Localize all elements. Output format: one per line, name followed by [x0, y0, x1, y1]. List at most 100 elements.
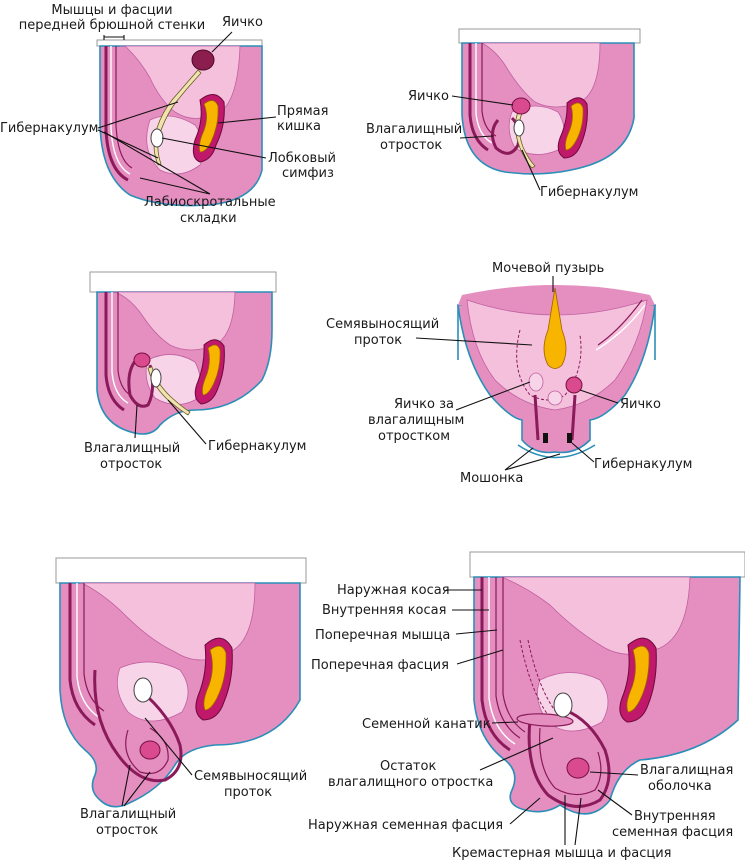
panel-3-pelvis — [145, 354, 201, 405]
panel-1-top-bar — [96, 39, 263, 47]
panel-1-wall-inner — [115, 46, 133, 169]
panel-4: Мочевой пузырь Семявыносящий проток Яичк… — [326, 261, 692, 486]
panel-4-label-gubernaculum: Гибернакулум — [594, 457, 692, 472]
panel-1: Мышцы и фасции передней брюшной стенки Я… — [0, 3, 336, 226]
panel-6-label-transverse-fascia: Поперечная фасция — [311, 658, 449, 673]
panel-2-wall-outer — [468, 43, 489, 152]
panel-1-label-gubernaculum: Гибернакулум — [0, 121, 98, 136]
panel-6-leader-ext-spermatic — [509, 797, 541, 825]
panel-5-testis — [139, 740, 161, 760]
panel-6-dash-2 — [527, 639, 557, 713]
panel-2-label-process-2: отросток — [380, 138, 442, 153]
panel-4-label-behind-1: Яичко за — [394, 397, 454, 412]
panel-5-wall-white — [76, 583, 101, 719]
panel-6-leader-cremaster — [564, 795, 582, 846]
panel-2-wall-white — [475, 43, 493, 144]
panel-1-leader-rectum — [217, 116, 277, 124]
panel-5: Семявыносящий проток Влагалищный отросто… — [55, 557, 307, 838]
panel-5-label-process-1: Влагалищный — [80, 807, 176, 822]
panel-1-label-testis: Яичко — [222, 15, 263, 30]
panel-6: Наружная косая Внутренняя косая Поперечн… — [308, 551, 745, 861]
panel-6-leader-cord — [491, 721, 519, 724]
panel-1-wall-outer — [104, 46, 129, 182]
panel-2-leader-gubernaculum — [521, 149, 541, 191]
panel-6-sheath-inner — [538, 727, 602, 796]
panel-6-sheath-outer — [527, 708, 611, 808]
panel-6-label-int-spermatic-2: семенная фасция — [612, 825, 733, 840]
panel-4-leader-scrotum — [504, 447, 561, 471]
panel-3: Влагалищный отросток Гибернакулум — [84, 271, 306, 472]
panel-6-leader-tunica — [589, 771, 639, 776]
panel-5-leader-process — [121, 764, 151, 807]
panel-1-leader-symphysis — [161, 137, 267, 159]
panel-6-label-transverse-muscle: Поперечная мышца — [315, 628, 450, 643]
panel-6-leader-int-spermatic — [597, 789, 633, 816]
panel-4-label-bladder: Мочевой пузырь — [492, 261, 604, 276]
panel-5-leader-vas — [144, 717, 193, 776]
panel-6-leader-transverse-fascia — [456, 649, 504, 665]
panel-5-wall-outer — [68, 583, 96, 727]
panel-3-cavity — [113, 291, 236, 351]
panel-6-label-tunica-1: Влагалищная — [640, 763, 733, 778]
panel-4-outline — [457, 305, 656, 459]
panel-1-label-muscles-2: передней брюшной стенки — [19, 18, 205, 33]
panel-2-leader-testis — [451, 95, 514, 106]
panel-6-label-int-oblique: Внутренняя косая — [322, 603, 446, 618]
panel-6-leader-remnant — [479, 737, 554, 771]
panel-3-leader-process — [134, 404, 138, 439]
panel-4-urethra — [547, 390, 563, 406]
panel-6-wall-outer — [480, 577, 511, 752]
panel-1-wall-white — [110, 46, 131, 175]
panel-3-leader-gubernaculum — [167, 399, 207, 445]
panel-5-wall-inner — [83, 583, 105, 712]
panel-4-wall-right-white — [595, 304, 646, 351]
panel-2-leader-process — [459, 135, 494, 139]
panel-1-symphysis — [150, 128, 164, 148]
panel-4-leader-behind — [455, 381, 531, 411]
panel-2-label-gubernaculum: Гибернакулум — [540, 185, 638, 200]
panel-1-label-muscles-1: Мышцы и фасции — [51, 3, 172, 18]
panel-6-top-bar — [469, 551, 745, 578]
panel-5-symphysis — [133, 677, 153, 703]
panel-4-label-behind-3: отростком — [378, 429, 450, 444]
panel-5-label-process-2: отросток — [96, 823, 158, 838]
panel-4-canal — [533, 394, 577, 441]
panel-4-gub-right — [567, 433, 572, 443]
panel-2: Яичко Влагалищный отросток Гибернакулум — [366, 28, 641, 200]
panel-1-label-folds-2: складки — [180, 211, 237, 226]
panel-6-dash-1 — [519, 639, 549, 716]
panel-1-label-rectum-2: кишка — [277, 119, 321, 134]
panel-2-cavity — [480, 42, 601, 108]
panel-6-wall-inner — [495, 577, 521, 739]
panel-2-rectum-core — [564, 102, 584, 151]
panel-4-bladder — [543, 287, 567, 369]
panel-1-leader-testis — [211, 31, 233, 53]
panel-6-cavity — [500, 576, 691, 655]
panel-5-rectum-core — [203, 645, 227, 711]
panel-3-process — [127, 359, 155, 408]
panel-1-label-folds-1: Лабиоскротальные — [144, 195, 276, 210]
panel-4-leader-vas — [415, 337, 533, 346]
panel-1-label-symphysis-2: симфиз — [282, 166, 334, 181]
panel-6-symphysis — [553, 692, 573, 718]
panel-4-testis-left — [528, 372, 544, 392]
panel-6-label-ext-spermatic: Наружная семенная фасция — [308, 818, 503, 833]
panel-4-label-scrotum: Мошонка — [460, 471, 523, 486]
panel-6-label-cremaster: Кремастерная мышца и фасция — [452, 846, 671, 861]
panel-6-label-tunica-2: оболочка — [648, 779, 712, 794]
panel-6-label-remnant-1: Остаток — [380, 759, 436, 774]
panel-3-label-process-1: Влагалищный — [84, 441, 180, 456]
panel-1-leader-folds — [103, 131, 211, 195]
panel-5-label-vas-1: Семявыносящий — [194, 769, 307, 784]
panel-2-symphysis — [513, 119, 525, 137]
panel-1-label-rectum-1: Прямая — [277, 104, 328, 119]
panel-4-wall-right — [597, 299, 643, 346]
panel-1-testis — [191, 49, 215, 71]
panel-6-rectum-core — [626, 645, 650, 713]
panel-6-label-remnant-2: влагалищного отростка — [328, 775, 493, 790]
panel-6-label-ext-oblique: Наружная косая — [337, 583, 450, 598]
panel-4-label-vas-1: Семявыносящий — [326, 317, 439, 332]
panel-4-gub-left — [543, 433, 548, 443]
panel-5-process-outer — [93, 669, 183, 783]
